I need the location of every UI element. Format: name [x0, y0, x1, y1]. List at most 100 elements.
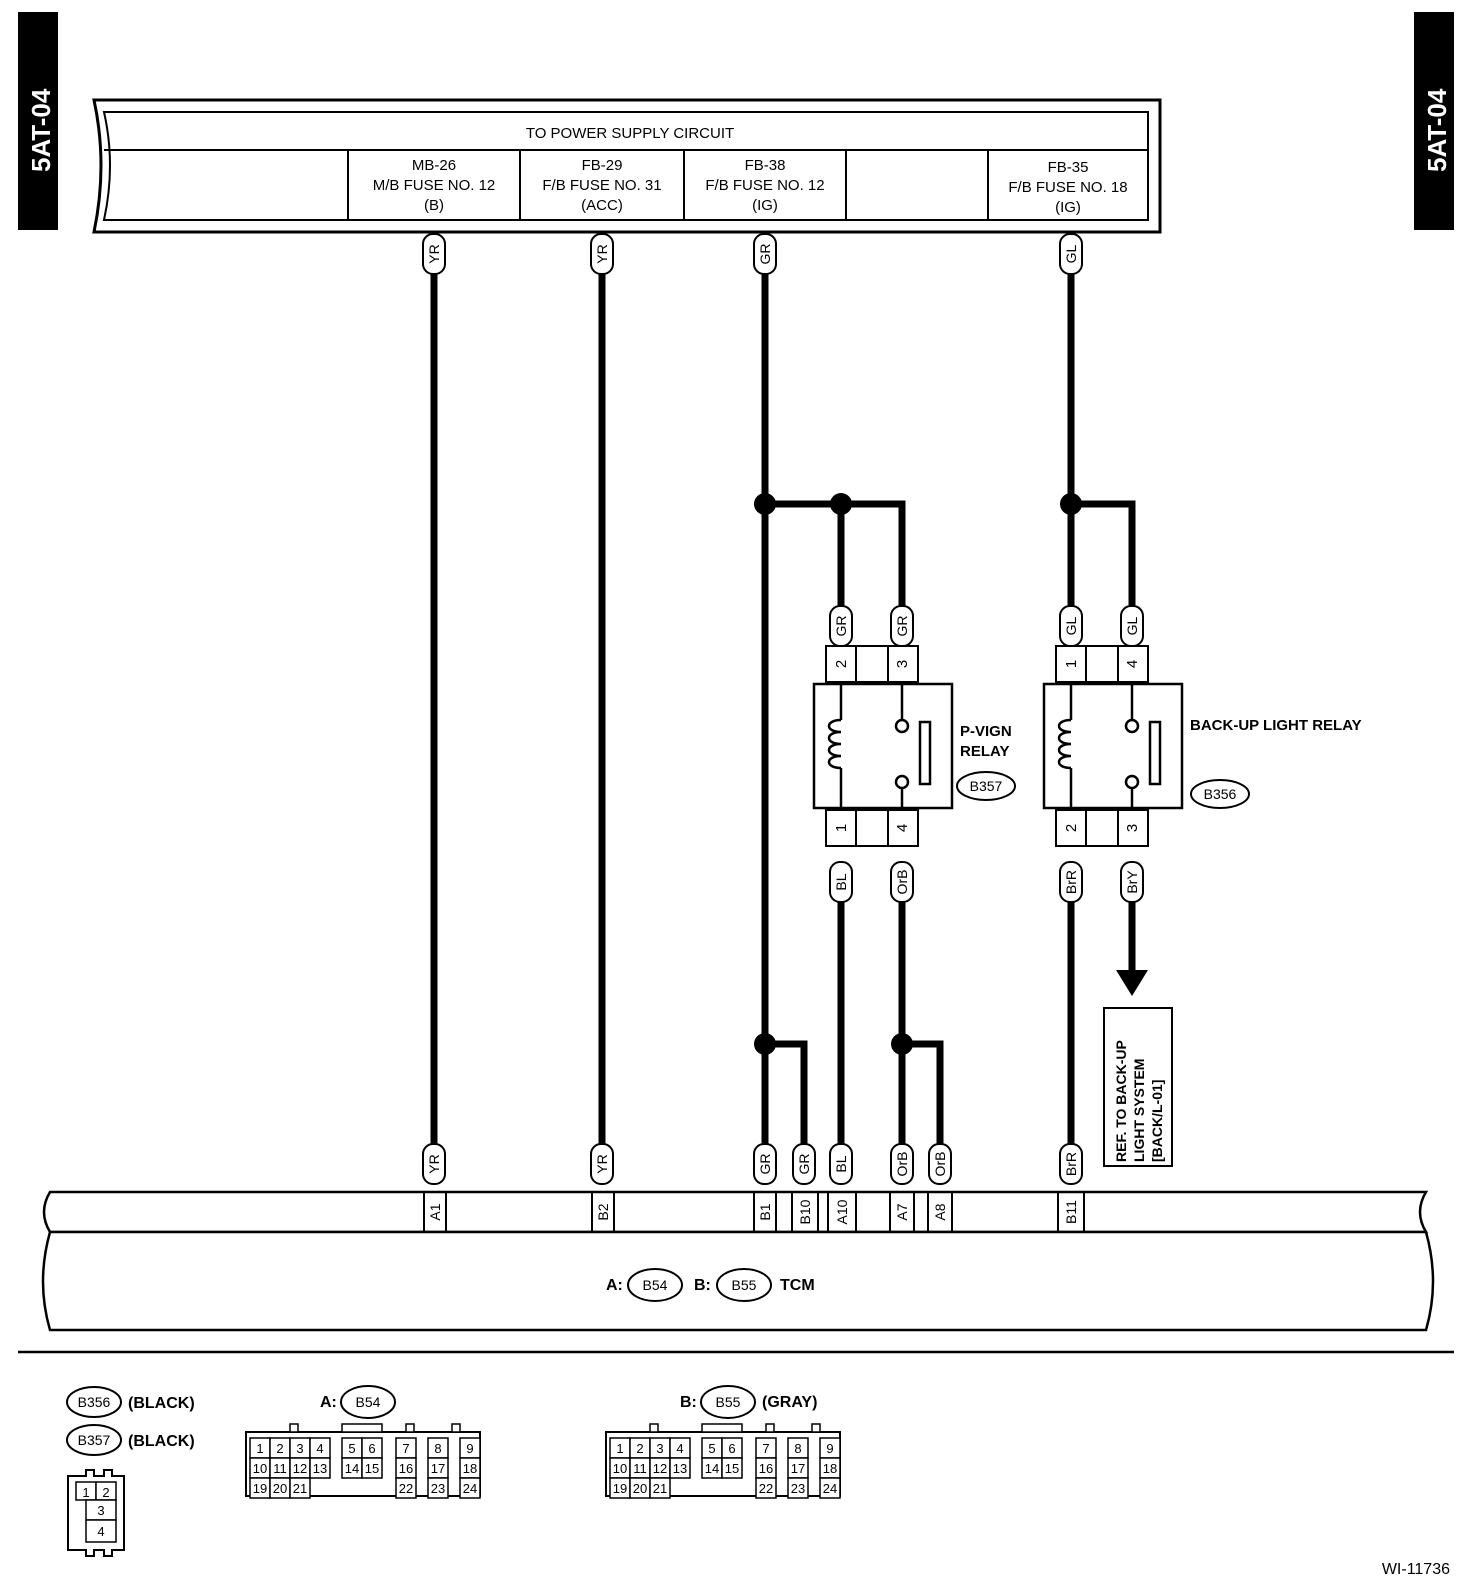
svg-text:GR: GR	[833, 616, 849, 637]
left-side-tab-label: 5AT-04	[26, 88, 56, 172]
legend-b356-id: B356	[78, 1394, 111, 1410]
legend-b-pin-20: 20	[633, 1481, 647, 1496]
svg-text:GR: GR	[757, 1154, 773, 1175]
tcm-label-a: A:	[606, 1277, 623, 1294]
power-supply-box: TO POWER SUPPLY CIRCUIT MB-26 M/B FUSE N…	[92, 98, 1162, 234]
svg-text:YR: YR	[426, 1154, 442, 1173]
svg-text:YR: YR	[426, 244, 442, 263]
wires	[430, 272, 1136, 1148]
tcm-label-b: B:	[694, 1277, 711, 1294]
legend-b-pin-cell	[787, 1477, 809, 1499]
legend-relay-connector-face: 1 2 3 4	[67, 1469, 125, 1557]
p-vign-relay: 2 3 1 4 P-VIGN RELAY B357	[812, 645, 1016, 847]
legend-b-pin-8: 8	[794, 1441, 801, 1456]
legend-b-pin-cell	[721, 1457, 743, 1479]
legend-a-pin-23: 23	[431, 1481, 445, 1496]
legend-b-color: (GRAY)	[762, 1394, 817, 1411]
svg-text:M/B FUSE NO. 12: M/B FUSE NO. 12	[373, 177, 496, 194]
svg-text:BrR: BrR	[1063, 870, 1079, 894]
backup-top-pin-2: 4	[1124, 660, 1141, 668]
pvign-relay-name-2: RELAY	[960, 743, 1009, 760]
legend-a-pin-cell	[427, 1477, 449, 1499]
svg-text:OrB: OrB	[894, 1152, 910, 1177]
fuse-fb35: FB-35 F/B FUSE NO. 18 (IG)	[1008, 159, 1127, 216]
legend-b356-color: (BLACK)	[128, 1395, 195, 1412]
legend-b-pin-cell	[819, 1477, 841, 1499]
legend-a-pin-cell	[395, 1477, 417, 1499]
legend-a-pin-14: 14	[345, 1461, 359, 1476]
tcm-pin-a10: A10	[834, 1199, 850, 1224]
legend-a-pin-4: 4	[316, 1441, 323, 1456]
backup-top-wire-1: GL	[1059, 605, 1083, 647]
legend-b-pin-9: 9	[826, 1441, 833, 1456]
legend-b-pin-16: 16	[759, 1461, 773, 1476]
figure-id: WI-11736	[1382, 1561, 1450, 1578]
legend-b-id: B55	[716, 1394, 741, 1410]
legend-a-pin-3: 3	[296, 1441, 303, 1456]
legend-a-pin-7: 7	[402, 1441, 409, 1456]
legend-b-pin-6: 6	[728, 1441, 735, 1456]
tcm-name: TCM	[780, 1277, 815, 1294]
supply-title: TO POWER SUPPLY CIRCUIT	[526, 125, 734, 142]
legend-b-pin-5: 5	[708, 1441, 715, 1456]
pvign-bottom-wire-2: OrB	[890, 861, 914, 903]
legend-a-pin-5: 5	[348, 1441, 355, 1456]
pvign-top-pin-1: 2	[833, 660, 850, 668]
legend-b-pin-3: 3	[656, 1441, 663, 1456]
legend-a-pin-10: 10	[253, 1461, 267, 1476]
backup-top-wire-2: GL	[1120, 605, 1144, 647]
backup-bottom-pin-1: 2	[1063, 824, 1080, 832]
tcm-pin-a7: A7	[894, 1203, 910, 1220]
pvign-bottom-pin-1: 1	[833, 824, 850, 832]
svg-text:OrB: OrB	[932, 1152, 948, 1177]
legend-a-pin-22: 22	[399, 1481, 413, 1496]
legend-b-pin-7: 7	[762, 1441, 769, 1456]
svg-text:F/B FUSE NO. 31: F/B FUSE NO. 31	[542, 177, 661, 194]
legend-a-pin-9: 9	[466, 1441, 473, 1456]
tcm-connector-strip	[42, 1190, 1429, 1234]
tcm-wire-label-1: YR	[422, 1143, 446, 1185]
left-side-tab: 5AT-04	[18, 12, 58, 230]
legend-a-pin-12: 12	[293, 1461, 307, 1476]
legend-b-pin-13: 13	[673, 1461, 687, 1476]
legend-a-pin-2: 2	[276, 1441, 283, 1456]
wire-label-top-4: GL	[1059, 233, 1083, 275]
svg-text:GL: GL	[1063, 244, 1079, 263]
backup-connector-badge	[1190, 779, 1250, 809]
backup-bottom-pin-2: 3	[1124, 824, 1141, 832]
backup-light-relay: 1 4 2 3 BACK-UP LIGHT RELAY B356	[1042, 645, 1362, 847]
svg-text:BrY: BrY	[1124, 870, 1140, 894]
reference-line-1: REF. TO BACK-UP	[1113, 1040, 1129, 1162]
junction-dots	[754, 493, 1082, 1055]
backup-top-pin-strip	[1055, 645, 1149, 683]
legend-b-pin-cell	[669, 1457, 691, 1479]
legend-b-pin-24: 24	[823, 1481, 837, 1496]
backup-relay-name: BACK-UP LIGHT RELAY	[1190, 717, 1362, 734]
tcm-pin-b10: B10	[797, 1199, 813, 1224]
pvign-connector-id: B357	[970, 778, 1003, 794]
backup-bottom-wire-1: BrR	[1059, 861, 1083, 903]
tcm-connector-a: B54	[643, 1277, 668, 1293]
legend-a-pin-24: 24	[463, 1481, 477, 1496]
legend-b-pin-22: 22	[759, 1481, 773, 1496]
tcm-pin-a8: A8	[932, 1203, 948, 1220]
legend-a-pin-13: 13	[313, 1461, 327, 1476]
legend-a-pin-21: 21	[293, 1481, 307, 1496]
tcm-wire-label-8: BrR	[1059, 1143, 1083, 1185]
legend-b-pin-21: 21	[653, 1481, 667, 1496]
tcm-wire-label-5: BL	[829, 1143, 853, 1185]
wire-gl-branch	[1071, 500, 1136, 614]
svg-text:4: 4	[97, 1524, 104, 1539]
reference-line-2: LIGHT SYSTEM	[1131, 1059, 1147, 1162]
pvign-top-pin-2: 3	[894, 660, 911, 668]
pvign-bottom-wire-1: BL	[829, 861, 853, 903]
backup-connector-id: B356	[1204, 786, 1237, 802]
legend-a-pin-cell	[459, 1477, 481, 1499]
tcm-block: A1 B2 B1 B10 A10 A7 A8 B11 A: B54 B: B55…	[41, 1190, 1435, 1332]
tcm-wire-label-4: GR	[792, 1143, 816, 1185]
fuse-fb38: FB-38 F/B FUSE NO. 12 (IG)	[705, 157, 824, 214]
